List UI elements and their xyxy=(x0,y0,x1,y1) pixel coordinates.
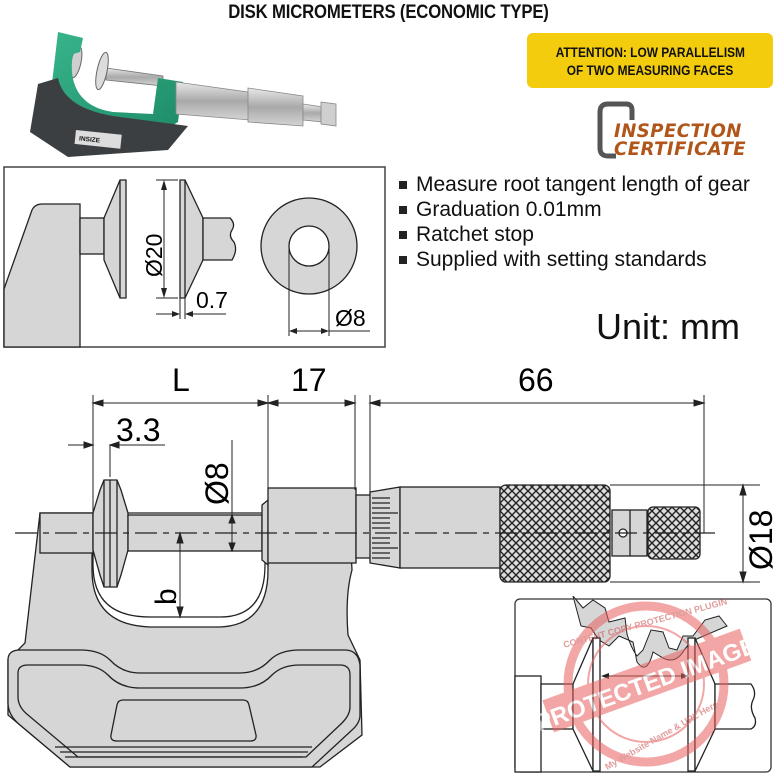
dim-L: L xyxy=(172,362,190,398)
dim-edge-thickness: 0.7 xyxy=(196,287,228,313)
feature-item: Measure root tangent length of gear xyxy=(397,172,750,197)
dim-3-3: 3.3 xyxy=(116,412,160,448)
dim-disk-diameter: Ø20 xyxy=(141,234,167,277)
dim-17: 17 xyxy=(291,362,327,398)
feature-item: Supplied with setting standards xyxy=(397,247,750,272)
disk-detail-view: Ø20 0.7 Ø8 xyxy=(3,166,386,348)
ratchet xyxy=(302,103,324,123)
anvil-body xyxy=(3,203,81,348)
certificate-line-1: INSPECTION xyxy=(614,120,742,142)
ratchet-cap xyxy=(320,101,337,127)
feature-item: Ratchet stop xyxy=(397,222,750,247)
product-photo: INSIZE xyxy=(30,32,337,157)
feature-list: Measure root tangent length of gear Grad… xyxy=(397,172,750,272)
thimble xyxy=(399,486,501,569)
spindle xyxy=(105,67,164,87)
page-title: DISK MICROMETERS (ECONOMIC TYPE) xyxy=(228,2,549,23)
grip xyxy=(30,78,188,157)
end-view-spindle xyxy=(288,225,330,267)
graduation-marks xyxy=(372,497,398,559)
sleeve xyxy=(175,81,251,121)
attention-banner: ATTENTION: LOW PARALLELISM OF TWO MEASUR… xyxy=(527,33,773,88)
attention-line-1: ATTENTION: LOW PARALLELISM xyxy=(555,43,745,60)
unit-label: Unit: mm xyxy=(596,306,740,347)
main-technical-drawing: L 17 66 3.3 Ø8 Ø18 b xyxy=(7,362,777,768)
certificate-line-2: CERTIFICATE xyxy=(614,138,747,160)
barrel xyxy=(267,487,357,564)
gear-usage-view: PROTECTED IMAGE CONTENT COPY PROTECTION … xyxy=(514,596,772,773)
dim-b: b xyxy=(150,588,183,605)
dim-thimble-diameter: Ø18 xyxy=(743,510,777,570)
dim-spindle-diameter: Ø8 xyxy=(199,462,235,505)
inspection-certificate-logo: INSPECTION CERTIFICATE xyxy=(596,100,768,160)
spindle-stub xyxy=(202,217,237,261)
grip-plate xyxy=(110,699,257,742)
dim-spindle-diameter: Ø8 xyxy=(335,305,366,331)
dim-66: 66 xyxy=(518,362,554,398)
spindle-disk xyxy=(95,51,109,91)
certificate-bracket-icon xyxy=(597,101,635,159)
thimble xyxy=(247,87,304,127)
attention-line-2: OF TWO MEASURING FACES xyxy=(566,61,734,78)
feature-item: Graduation 0.01mm xyxy=(397,197,750,222)
brand-label: INSIZE xyxy=(79,135,101,144)
